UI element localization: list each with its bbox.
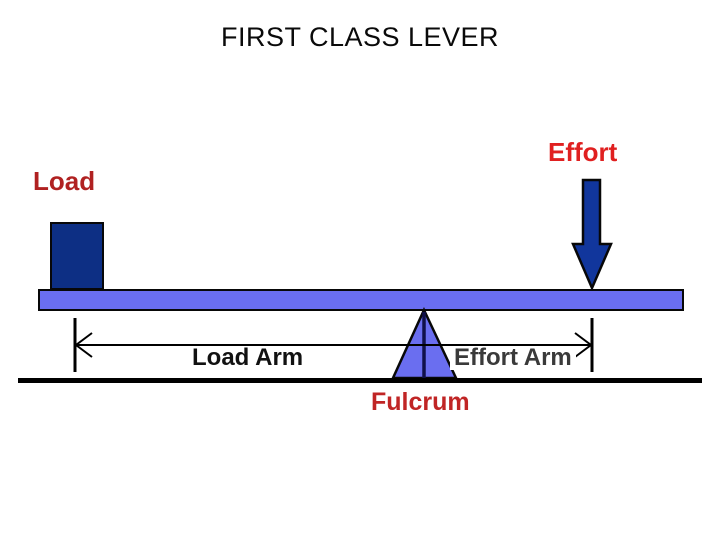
load-block: [50, 222, 104, 290]
load-label: Load: [33, 166, 96, 196]
load-arm-label: Load Arm: [186, 346, 310, 370]
effort-label: Effort: [548, 137, 618, 167]
fulcrum-label: Fulcrum: [371, 388, 470, 416]
page-title: FIRST CLASS LEVER: [220, 22, 500, 52]
effort-arm-label: Effort Arm: [450, 346, 576, 370]
lever-bar: [38, 289, 684, 311]
ground-line: [18, 378, 702, 383]
